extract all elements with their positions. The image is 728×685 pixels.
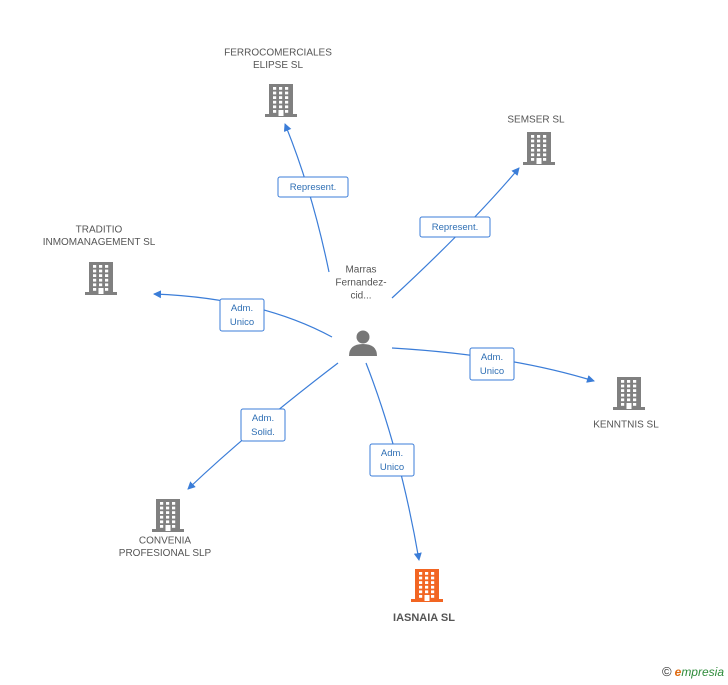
company-name: INMOMANAGEMENT SL [43,237,156,248]
person-icon[interactable] [349,330,377,357]
person-name: Fernandez- [335,278,386,289]
relation-label-text: Adm. [381,448,403,459]
company-name: ELIPSE SL [253,60,303,71]
relation-label-text: Adm. [231,303,253,314]
brand-logo-e: e [674,665,682,679]
brand-name: mpresia [681,665,724,679]
relation-label-traditio[interactable]: Adm. Unico [219,298,265,332]
relation-label-text: Solid. [251,427,275,438]
company-name: FERROCOMERCIALES [224,47,332,58]
relation-label-text: Unico [480,366,504,377]
relation-label-text: Unico [230,317,254,328]
relation-label-convenia[interactable]: Adm. Solid. [240,408,286,442]
building-icon[interactable] [613,377,645,410]
relation-label-semser[interactable]: Represent. [419,216,491,238]
building-icon[interactable] [85,262,117,295]
company-name: PROFESIONAL SLP [119,548,212,559]
building-icon[interactable] [411,569,443,602]
relation-label-ferrocomerciales[interactable]: Represent. [277,176,349,198]
relation-label-text: Represent. [290,182,336,193]
relation-label-text: Represent. [432,222,478,233]
company-name: TRADITIO [76,224,123,235]
building-icon[interactable] [152,499,184,532]
building-icon[interactable] [265,84,297,117]
person-name: cid... [350,291,371,302]
company-node-semser[interactable]: SEMSER SL [507,115,565,165]
company-name: IASNAIA SL [393,612,455,624]
relation-label-iasnaia[interactable]: Adm. Unico [369,443,415,477]
company-name: CONVENIA [139,535,192,546]
relation-label-text: Unico [380,462,404,473]
person-name: Marras [345,265,376,276]
company-node-iasnaia[interactable]: IASNAIA SL [393,569,455,624]
company-node-traditio[interactable]: TRADITIO INMOMANAGEMENT SL [43,224,156,295]
person-node[interactable]: MarrasFernandez-cid... [335,265,387,357]
company-name: KENNTNIS SL [593,420,659,431]
company-node-ferrocomerciales[interactable]: FERROCOMERCIALES ELIPSE SL [224,47,332,117]
building-icon[interactable] [523,132,555,165]
company-node-convenia[interactable]: CONVENIA PROFESIONAL SLP [119,499,212,559]
company-node-kenntnis[interactable]: KENNTNIS SL [593,377,659,431]
edge-ferrocomerciales [283,123,330,273]
copyright-symbol: © [662,664,672,679]
relation-label-text: Adm. [481,352,503,363]
relation-label-kenntnis[interactable]: Adm. Unico [469,347,515,381]
footer-brand: ©empresia [662,664,724,679]
company-name: SEMSER SL [507,115,565,126]
relation-label-text: Adm. [252,413,274,424]
